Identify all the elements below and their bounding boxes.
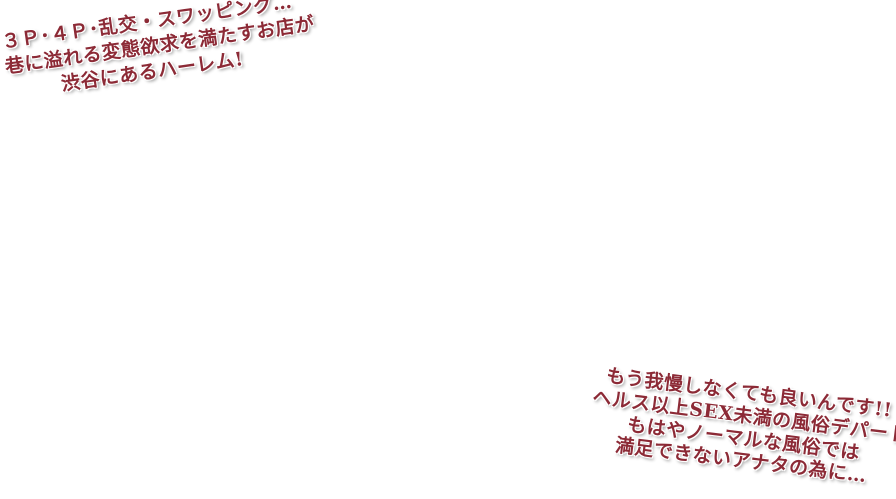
tagline-bottom: もう我慢しなくても良いんです!! ヘルス以上SEX未満の風俗デパート!! もはや… — [586, 363, 896, 491]
tagline-top: ３Ｐ･４Ｐ･乱交・スワッピング… 巷に溢れる変態欲求を満たすお店が 渋谷にあるハ… — [0, 0, 316, 105]
